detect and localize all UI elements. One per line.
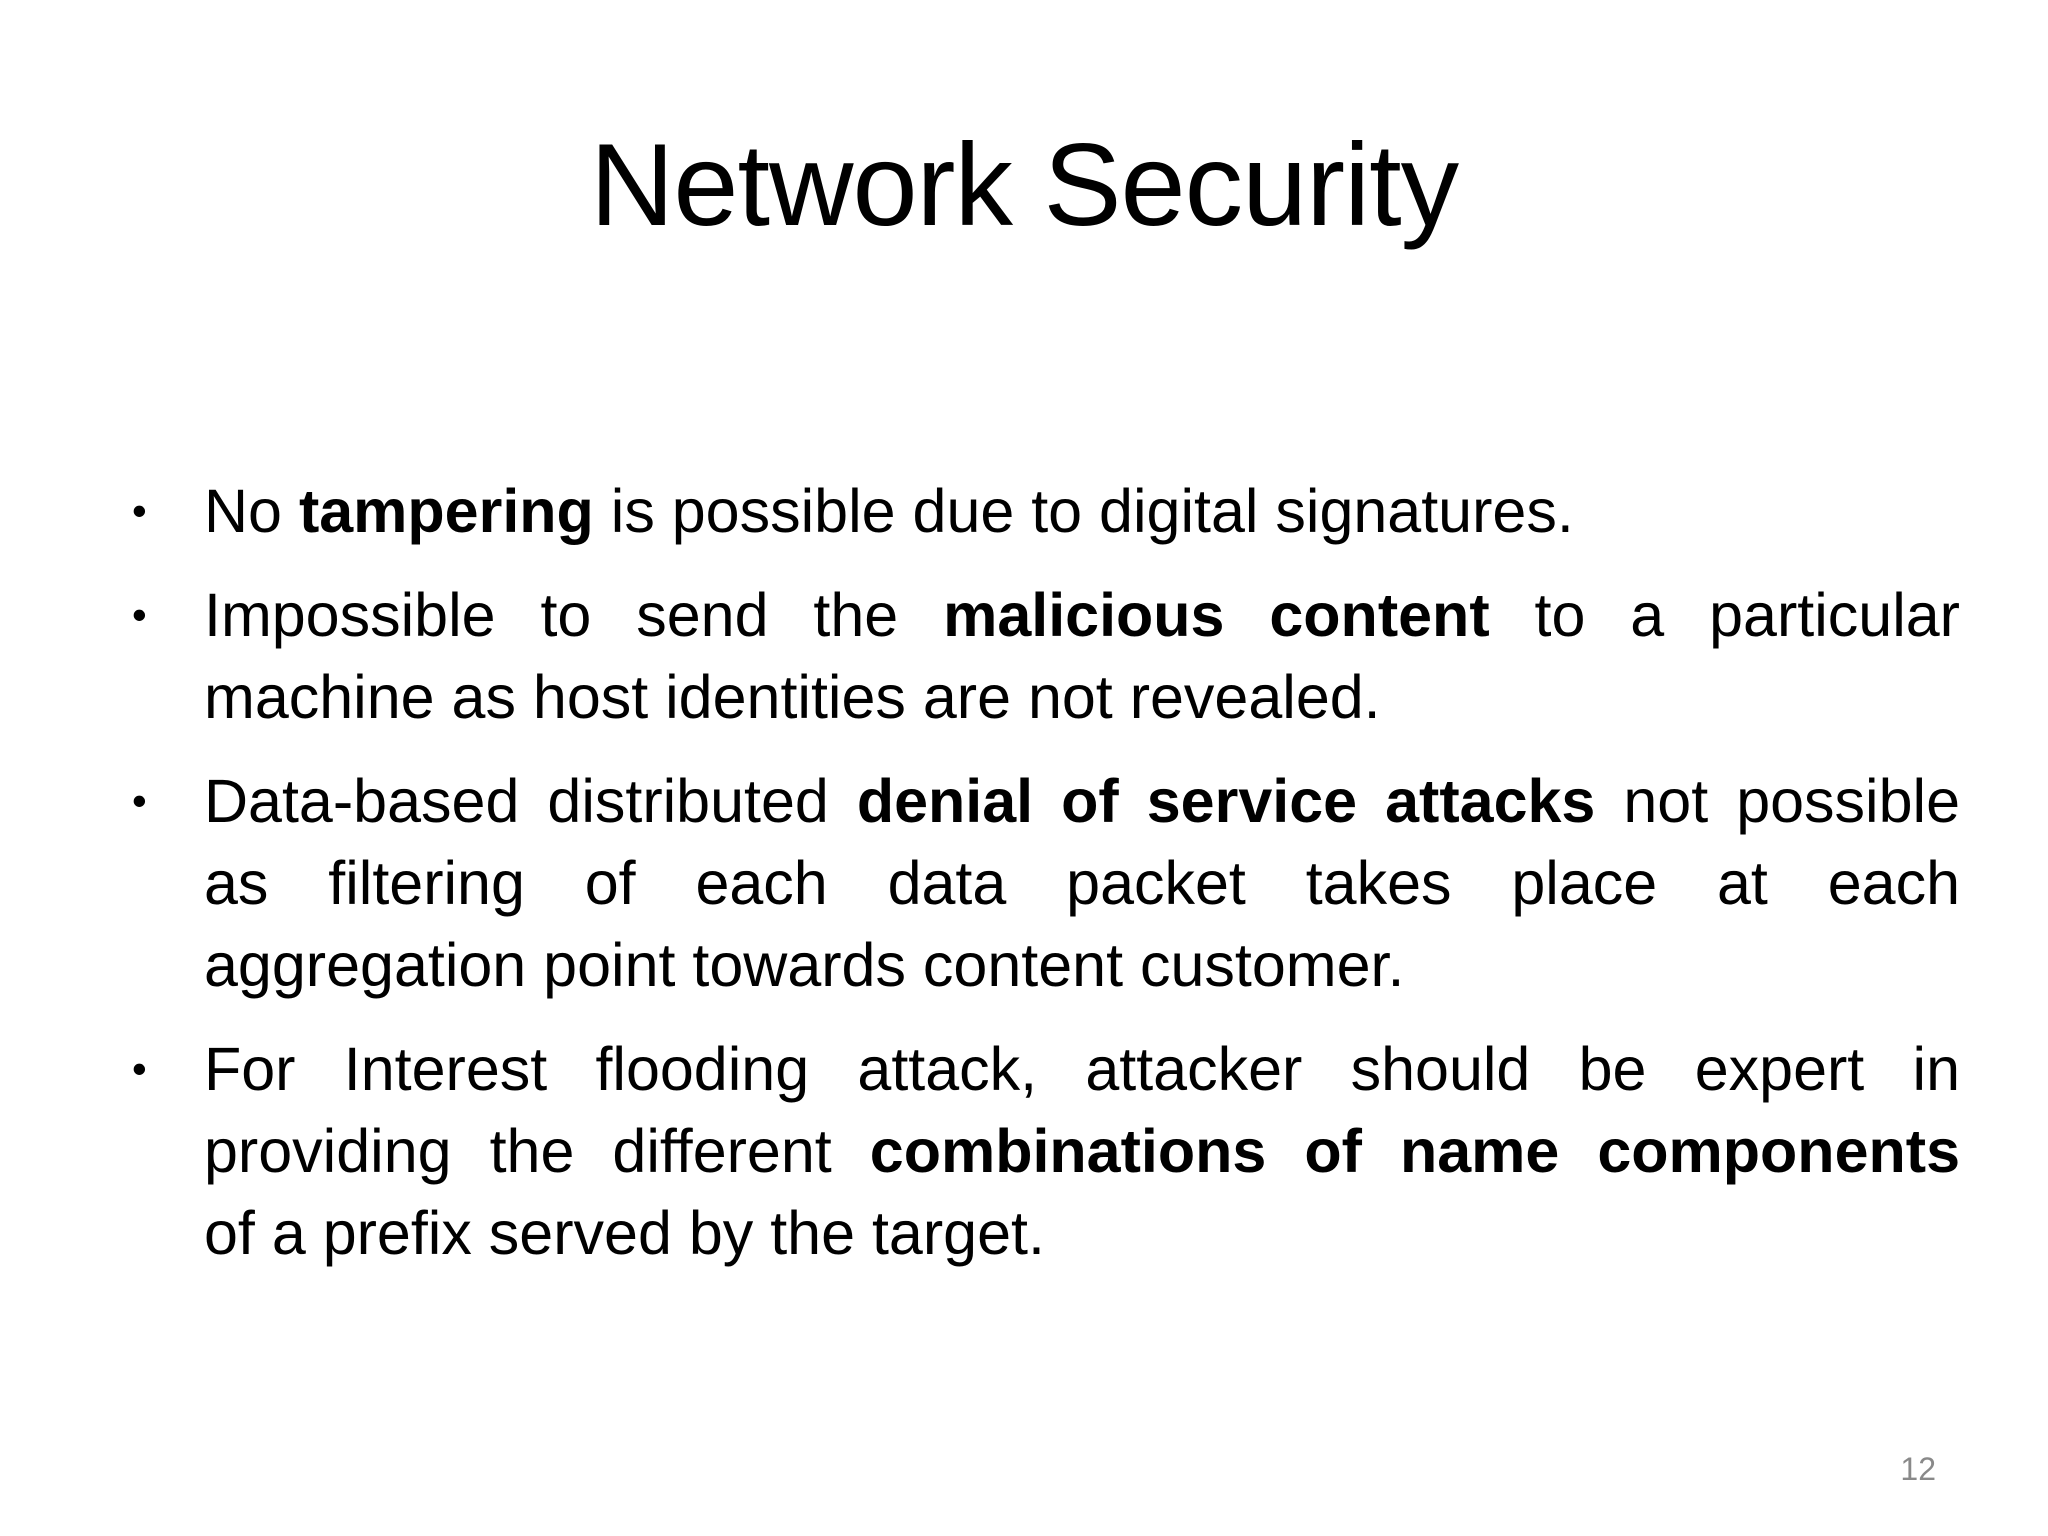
bullet-text-bold: combinations of name components [869, 1117, 1960, 1185]
slide-title: Network Security [589, 119, 1459, 250]
bullet-text: of a prefix served by the target. [204, 1199, 1045, 1267]
bullet-text: to a particular [1489, 581, 1960, 649]
bullet-item-2: • Impossible to send the malicious conte… [130, 574, 1960, 738]
bullet-text: providing the different [204, 1117, 870, 1185]
bullet-list: • No tampering is possible due to digita… [130, 470, 1960, 1274]
bullet-text: as filtering of each data packet takes p… [204, 849, 1960, 917]
bullet-text: For Interest flooding attack, attacker s… [204, 1035, 1960, 1103]
bullet-line: No tampering is possible due to digital … [204, 470, 1960, 552]
page-number: 12 [1900, 1451, 1936, 1487]
bullet-line: machine as host identities are not revea… [204, 656, 1960, 738]
bullet-line: as filtering of each data packet takes p… [204, 842, 1960, 924]
bullet-text: No [204, 477, 299, 545]
bullet-line: Impossible to send the malicious content… [204, 574, 1960, 656]
bullet-item-1: • No tampering is possible due to digita… [130, 470, 1960, 552]
bullet-line: of a prefix served by the target. [204, 1192, 1960, 1274]
bullet-line: Data-based distributed denial of service… [204, 760, 1960, 842]
bullet-text: machine as host identities are not revea… [204, 663, 1381, 731]
bullet-text-bold: malicious content [943, 581, 1490, 649]
bullet-text-bold: denial of service attacks [856, 767, 1596, 835]
bullet-item-4: • For Interest flooding attack, attacker… [130, 1028, 1960, 1274]
bullet-text: Data-based distributed [204, 767, 857, 835]
bullet-text: aggregation point towards content custom… [204, 931, 1405, 999]
bullet-line: For Interest flooding attack, attacker s… [204, 1028, 1960, 1110]
bullet-line: providing the different combinations of … [204, 1110, 1960, 1192]
bullet-line: aggregation point towards content custom… [204, 924, 1960, 1006]
bullet-text-bold: tampering [298, 477, 594, 545]
bullet-item-3: • Data-based distributed denial of servi… [130, 760, 1960, 1006]
bullet-dot-icon: • [132, 591, 147, 638]
bullet-text: not possible [1595, 767, 1960, 835]
bullet-dot-icon: • [132, 777, 147, 824]
bullet-dot-icon: • [132, 1045, 147, 1092]
bullet-text: Impossible to send the [204, 581, 944, 649]
bullet-dot-icon: • [132, 487, 147, 534]
bullet-text: is possible due to digital signatures. [593, 477, 1574, 545]
